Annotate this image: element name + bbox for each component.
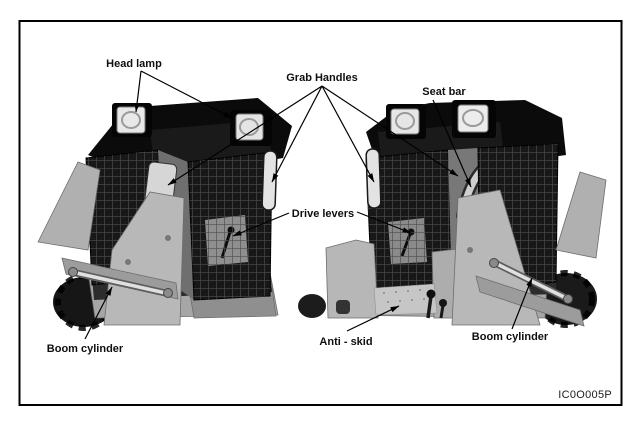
left-loader-headlamp-inner bbox=[230, 110, 272, 146]
anti-skid-leader bbox=[346, 305, 400, 332]
right-loader-front-mesh bbox=[365, 149, 453, 299]
right-loader-illustration bbox=[298, 100, 607, 328]
right-loader-control-handle bbox=[426, 289, 447, 319]
label-boom-cylinder-right: Boom cylinder bbox=[472, 331, 549, 343]
right-loader-front-tire bbox=[298, 294, 326, 318]
left-loader-headlamp-outer bbox=[112, 103, 152, 137]
boom-cylinder-right-leader bbox=[511, 277, 533, 330]
head-lamp-leaders bbox=[134, 70, 233, 119]
seat-bar-leader bbox=[432, 99, 472, 188]
right-loader-headlamp-outer bbox=[452, 100, 496, 138]
drive-levers-leaders bbox=[232, 211, 412, 237]
right-loader-anti-skid-step bbox=[373, 283, 438, 316]
label-seat-bar: Seat bar bbox=[422, 86, 466, 98]
grab-handles-leaders bbox=[167, 85, 459, 186]
label-head-lamp: Head lamp bbox=[106, 58, 162, 70]
callout-lines bbox=[84, 70, 533, 340]
callout-labels: Head lamp Grab Handles Seat bar Drive le… bbox=[47, 58, 612, 401]
right-loader-grab-bar bbox=[365, 148, 382, 209]
label-anti-skid: Anti - skid bbox=[319, 336, 372, 348]
left-loader-front-mesh bbox=[187, 151, 273, 301]
figure-code: IC0O005P bbox=[558, 389, 612, 401]
left-loader-boom bbox=[37, 161, 185, 326]
left-loader-illustration bbox=[37, 98, 292, 331]
boom-cylinder-left-leader bbox=[84, 286, 113, 340]
label-drive-levers: Drive levers bbox=[292, 208, 354, 220]
label-grab-handles: Grab Handles bbox=[286, 72, 358, 84]
left-loader-boom-cylinder bbox=[68, 267, 173, 298]
right-loader-headlamp-inner bbox=[386, 104, 426, 139]
right-loader-front-deck bbox=[325, 239, 471, 319]
left-loader-grab-bar bbox=[261, 150, 278, 211]
label-boom-cylinder-left: Boom cylinder bbox=[47, 343, 124, 355]
